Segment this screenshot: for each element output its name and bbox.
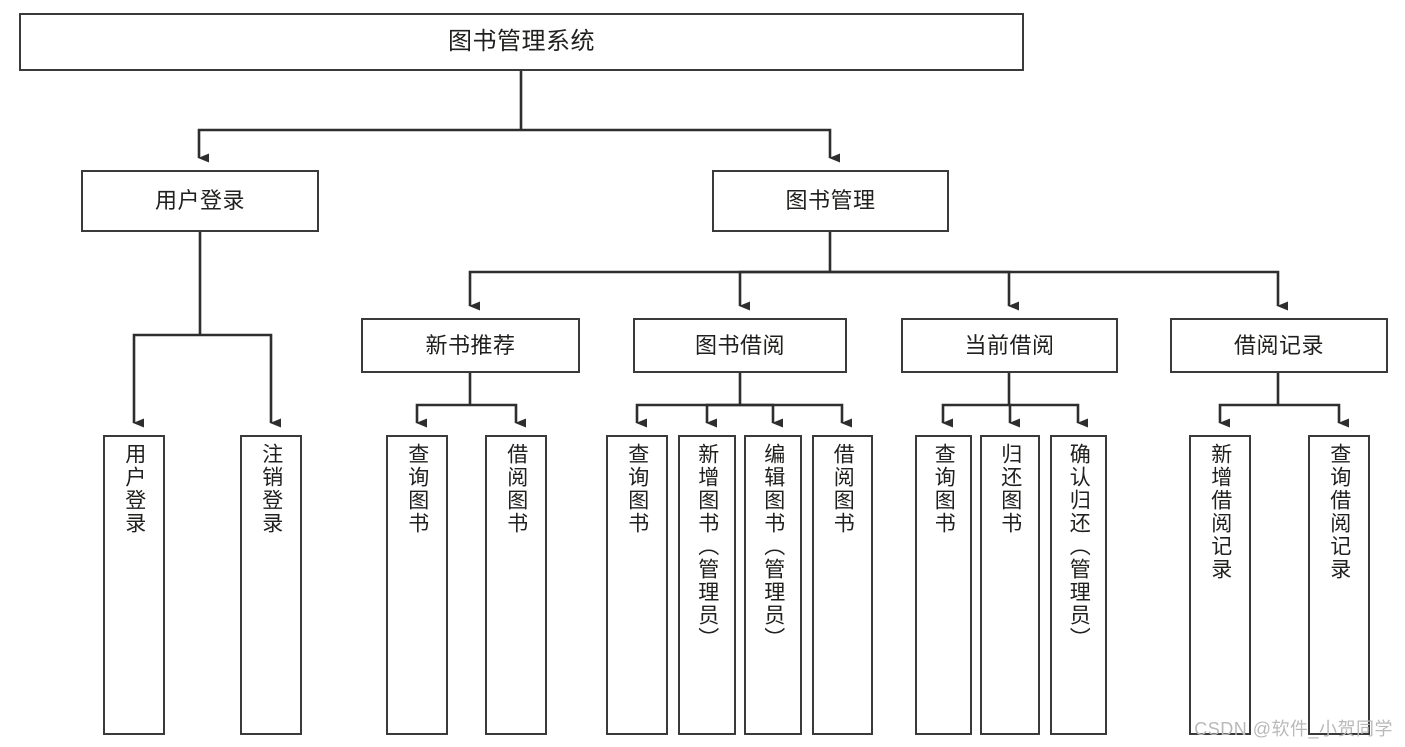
connector-book-borrow-to-leaf-borrow-lend bbox=[740, 403, 852, 428]
node-user-login[interactable]: 用户登录 bbox=[81, 170, 319, 232]
node-root[interactable]: 图书管理系统 bbox=[19, 13, 1024, 71]
connector-book-borrow-to-leaf-borrow-query bbox=[635, 403, 740, 428]
node-label-leaf-rec-add: 新增借阅记录 bbox=[1208, 443, 1232, 581]
connector-book-borrow-to-leaf-borrow-add bbox=[705, 403, 740, 428]
node-label-current-borrow: 当前借阅 bbox=[964, 332, 1055, 358]
node-label-borrow-record: 借阅记录 bbox=[1233, 332, 1324, 358]
node-leaf-borrow-lend[interactable]: 借阅图书 bbox=[812, 435, 873, 735]
node-leaf-borrow-query[interactable]: 查询图书 bbox=[606, 435, 668, 735]
node-leaf-rec-query2[interactable]: 查询借阅记录 bbox=[1308, 435, 1370, 735]
connector-root-to-book-manage bbox=[521, 128, 840, 163]
node-leaf-rec-borrow[interactable]: 借阅图书 bbox=[485, 435, 547, 735]
node-label-new-book-rec: 新书推荐 bbox=[425, 332, 516, 358]
node-book-borrow[interactable]: 图书借阅 bbox=[633, 318, 847, 373]
node-leaf-borrow-add[interactable]: 新增图书（管理员） bbox=[678, 435, 736, 735]
node-label-book-manage: 图书管理 bbox=[785, 188, 876, 214]
node-current-borrow[interactable]: 当前借阅 bbox=[901, 318, 1118, 373]
connector-book-manage-to-new-book-rec bbox=[468, 270, 830, 311]
connector-book-manage-to-book-borrow bbox=[738, 270, 830, 311]
csdn-watermark: CSDN @软件_小贺同学 bbox=[1194, 719, 1393, 739]
connector-current-borrow-to-leaf-cur-confirm bbox=[1009, 403, 1088, 428]
node-label-book-borrow: 图书借阅 bbox=[694, 332, 785, 358]
connector-book-borrow-to-leaf-borrow-edit bbox=[740, 403, 783, 428]
node-new-book-rec[interactable]: 新书推荐 bbox=[361, 318, 580, 373]
node-label-leaf-borrow-query: 查询图书 bbox=[625, 443, 649, 535]
node-label-leaf-cur-query: 查询图书 bbox=[932, 443, 956, 535]
node-leaf-cur-return[interactable]: 归还图书 bbox=[980, 435, 1040, 735]
connector-user-login-to-leaf-user-logout bbox=[200, 333, 281, 428]
node-label-leaf-user-logout: 注销登录 bbox=[259, 443, 283, 535]
connector-book-manage-to-current-borrow bbox=[830, 270, 1019, 311]
node-leaf-user-login[interactable]: 用户登录 bbox=[103, 435, 165, 735]
connector-new-book-rec-to-leaf-rec-query bbox=[415, 403, 470, 428]
node-leaf-rec-add[interactable]: 新增借阅记录 bbox=[1189, 435, 1251, 735]
node-leaf-user-logout[interactable]: 注销登录 bbox=[240, 435, 302, 735]
connector-borrow-record-to-leaf-rec-add bbox=[1218, 403, 1278, 428]
node-leaf-cur-confirm[interactable]: 确认归还（管理员） bbox=[1050, 435, 1107, 735]
node-label-leaf-cur-return: 归还图书 bbox=[998, 443, 1022, 535]
connector-current-borrow-to-leaf-cur-query bbox=[941, 403, 1009, 428]
node-label-leaf-borrow-edit: 编辑图书（管理员） bbox=[761, 443, 785, 650]
connector-current-borrow-to-leaf-cur-return bbox=[1008, 403, 1020, 428]
node-leaf-borrow-edit[interactable]: 编辑图书（管理员） bbox=[744, 435, 802, 735]
node-book-manage[interactable]: 图书管理 bbox=[712, 170, 949, 232]
node-label-leaf-borrow-add: 新增图书（管理员） bbox=[695, 443, 719, 650]
node-label-user-login: 用户登录 bbox=[154, 188, 245, 214]
node-label-leaf-rec-query: 查询图书 bbox=[405, 443, 429, 535]
node-label-root: 图书管理系统 bbox=[448, 27, 595, 55]
connector-root-to-user-login bbox=[197, 128, 521, 163]
connector-borrow-record-to-leaf-rec-query2 bbox=[1278, 403, 1349, 428]
node-label-leaf-user-login: 用户登录 bbox=[122, 443, 146, 535]
connector-new-book-rec-to-leaf-rec-borrow bbox=[470, 403, 526, 428]
connector-user-login-to-leaf-user-login bbox=[132, 333, 200, 428]
node-label-leaf-rec-borrow: 借阅图书 bbox=[504, 443, 528, 535]
node-borrow-record[interactable]: 借阅记录 bbox=[1170, 318, 1388, 373]
node-leaf-rec-query[interactable]: 查询图书 bbox=[386, 435, 448, 735]
node-label-leaf-borrow-lend: 借阅图书 bbox=[831, 443, 855, 535]
connector-book-manage-to-borrow-record bbox=[830, 270, 1288, 311]
node-leaf-cur-query[interactable]: 查询图书 bbox=[915, 435, 972, 735]
node-label-leaf-cur-confirm: 确认归还（管理员） bbox=[1067, 443, 1091, 650]
node-label-leaf-rec-query2: 查询借阅记录 bbox=[1327, 443, 1351, 581]
